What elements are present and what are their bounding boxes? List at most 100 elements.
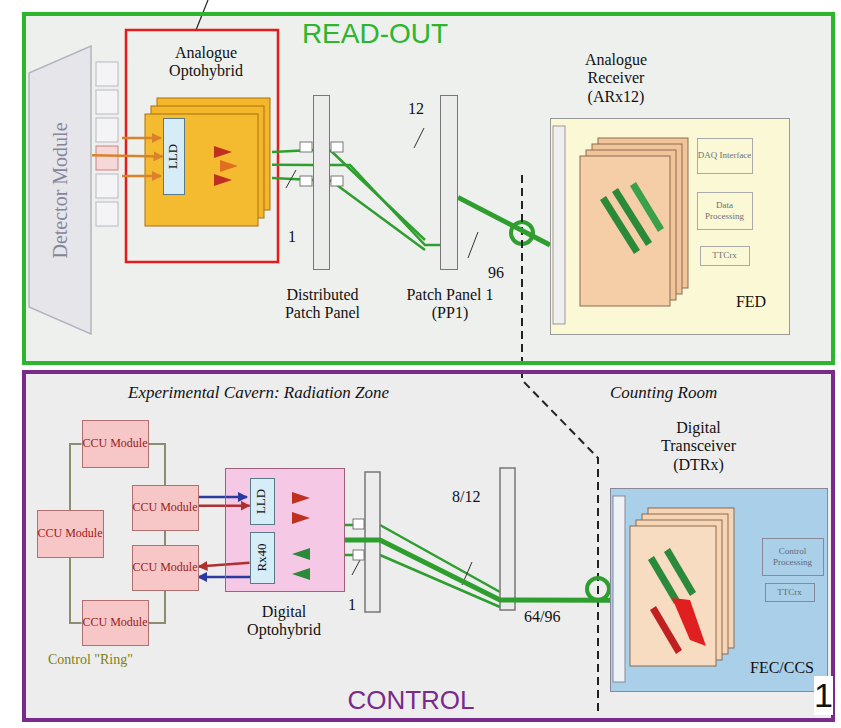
receiver-crate: Analogue Receiver (ARx12)FEDDAQ Interfac…	[550, 118, 790, 335]
count-tick	[352, 560, 360, 575]
node-title: Rx40	[255, 543, 270, 571]
panel-ground	[22, 12, 835, 365]
laser-array	[672, 598, 706, 646]
node-caption: FEC/CCS	[744, 659, 820, 677]
photodiode-symbol	[292, 548, 310, 560]
node-title: LLD	[167, 144, 182, 169]
node-title: Digital Transceiver (DTRx)	[646, 419, 751, 474]
fibre-ribbon	[458, 197, 550, 245]
function-box: TTCrx	[765, 583, 815, 601]
fibre	[330, 165, 440, 245]
laser-driver: LLD	[163, 118, 186, 195]
transceiver-crate: Digital Transceiver (DTRx)FEC/CCSControl…	[610, 488, 828, 692]
fibre-ribbon	[345, 540, 610, 600]
count-tick	[468, 232, 478, 258]
ccu-module: CCU Module	[132, 485, 199, 531]
signal-arrow	[198, 576, 250, 579]
ccu-module: CCU Module	[37, 510, 104, 558]
photodiode-array	[664, 548, 696, 596]
laser-driver: LLD	[250, 478, 275, 525]
crate-ground	[550, 118, 790, 335]
node-title: Patch Panel 1 (PP1)	[396, 286, 504, 323]
photodiode-array	[612, 188, 652, 246]
zone-label: Counting Room	[610, 383, 717, 403]
fibre-loop	[587, 578, 609, 600]
signal-arrow	[122, 175, 161, 178]
highlight-box	[126, 30, 278, 262]
count-tick	[414, 128, 424, 148]
node-title: CCU Module	[133, 501, 198, 515]
signal-arrow	[122, 137, 161, 140]
ring-label: Control "Ring"	[48, 652, 133, 668]
connector-square	[96, 202, 118, 226]
control-panel: CONTROLCCU ModuleCCU ModuleCCU ModuleCCU…	[22, 370, 835, 722]
node-title: CCU Module	[133, 561, 198, 575]
connector-column	[96, 62, 118, 226]
node-title: Detector Module	[49, 122, 72, 258]
node-title: LLD	[255, 488, 270, 513]
node-title: Data Processing	[698, 200, 752, 221]
count-tick	[286, 170, 296, 188]
laser-symbol	[214, 174, 232, 186]
connector-square	[96, 62, 118, 86]
fibre-count: 8/12	[452, 488, 480, 506]
receiver-chip: Rx40	[250, 532, 275, 584]
fibre-connector	[300, 142, 312, 152]
signal-arrow	[195, 496, 247, 499]
transceiver-card	[630, 526, 716, 666]
photodiode-array	[630, 182, 664, 232]
ring-link	[149, 591, 166, 623]
page-number: 1	[814, 676, 833, 715]
optohybrid: Analogue OptohybridLLD	[140, 38, 272, 230]
readout-panel: READ-OUTDetector ModuleAnalogue Optohybr…	[22, 12, 835, 365]
patch-panel-bar	[440, 95, 458, 270]
fibre-connector	[331, 142, 343, 152]
zone-boundary	[522, 175, 598, 712]
signal-arrow	[199, 563, 250, 567]
hybrid-board	[145, 114, 258, 226]
fibre	[272, 163, 313, 166]
ring-link	[164, 531, 166, 545]
laser-symbol	[220, 160, 238, 172]
patch-panel: Distributed Patch Panel	[313, 95, 330, 270]
photodiode-symbol	[292, 568, 310, 580]
connector-square	[96, 146, 118, 170]
hybrid-board	[225, 468, 345, 592]
node-title: DAQ Interface	[698, 150, 752, 160]
laser-symbol	[292, 492, 310, 504]
fibre-count: 1	[288, 228, 296, 246]
fibre-count: 1	[348, 596, 356, 614]
signal-arrow	[199, 504, 250, 507]
receiver-card	[580, 156, 670, 306]
fibre-connector	[353, 550, 364, 560]
ccu-module: CCU Module	[82, 420, 149, 468]
ccu-module: CCU Module	[132, 545, 199, 591]
node-title: TTCrx	[777, 587, 802, 597]
crate-slot	[553, 126, 565, 324]
optohybrid: Digital OptohybridLLDRx40	[225, 468, 345, 592]
ring-link	[70, 444, 82, 510]
node-title: CCU Module	[83, 616, 148, 630]
node-title: Analogue Optohybrid	[156, 44, 256, 81]
node-title: CCU Module	[83, 437, 148, 451]
module-outline	[29, 46, 91, 334]
function-box: TTCrx	[700, 246, 750, 266]
connector-square	[96, 118, 118, 142]
fibre-count: 12	[408, 100, 424, 118]
laser-symbol	[214, 146, 232, 158]
patch-panel: Patch Panel 1 (PP1)	[440, 95, 458, 270]
fibre-connector	[331, 176, 343, 186]
connector-square	[96, 174, 118, 198]
node-title: Distributed Patch Panel	[269, 286, 376, 323]
signal-arrow	[92, 155, 163, 156]
ring-link	[70, 558, 82, 623]
crate-slot	[613, 496, 625, 682]
patch-panel-bar	[500, 468, 515, 610]
ring-link	[149, 444, 166, 485]
node-title: CCU Module	[38, 527, 103, 541]
